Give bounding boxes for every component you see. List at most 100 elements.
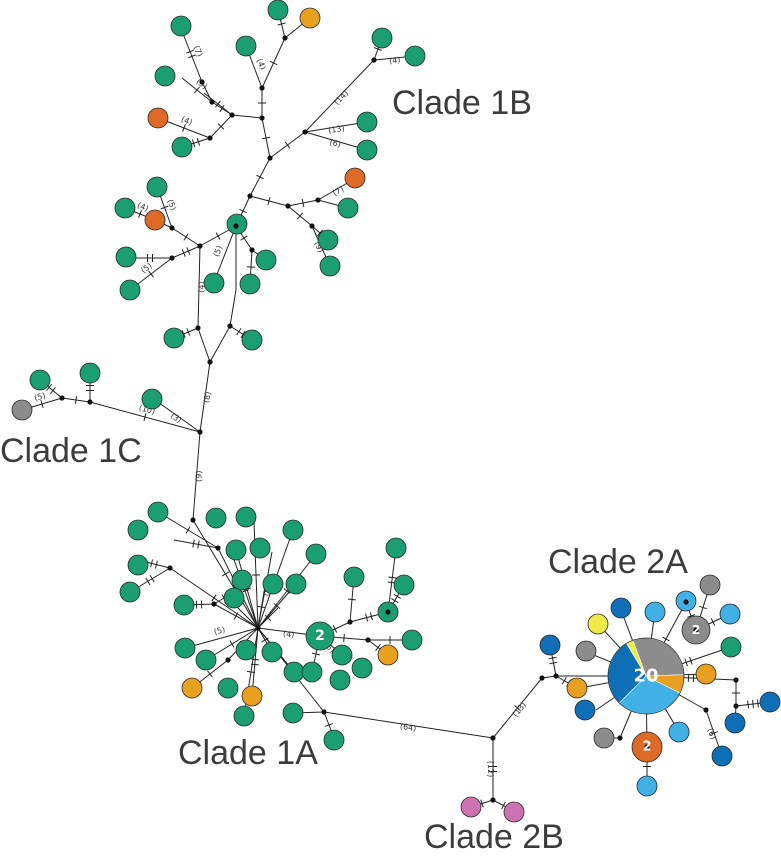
edge-length-label: (5) — [212, 244, 225, 258]
haplotype-node-orange — [181, 677, 203, 699]
edge-length-label: (5) — [165, 198, 177, 212]
haplotype-node-yellow — [587, 613, 609, 635]
haplotype-node-red-orange — [144, 209, 166, 231]
haplotype-node-orange — [566, 677, 588, 699]
median-vector — [539, 675, 545, 681]
median-vector — [199, 79, 205, 85]
edge-length-label: (5) — [33, 391, 46, 403]
median-vector — [490, 797, 496, 803]
mutation-tick — [689, 656, 693, 665]
haplotype-node-light-blue — [719, 603, 741, 625]
median-vector — [259, 115, 265, 121]
haplotype-node-green — [147, 501, 169, 523]
haplotype-nodes — [11, 0, 781, 823]
haplotype-node-green — [331, 644, 353, 666]
haplotype-node-green — [163, 327, 185, 349]
haplotype-node-light-blue — [636, 775, 658, 797]
mutation-tick — [181, 249, 186, 257]
mutation-tick — [710, 731, 718, 735]
median-vector — [197, 243, 203, 249]
mutation-tick — [138, 210, 142, 218]
haplotype-node-dark-blue — [759, 691, 781, 713]
mutation-tick — [752, 699, 754, 709]
mutation-tick — [185, 526, 191, 534]
haplotype-node-green — [343, 566, 365, 588]
mutation-tick — [154, 560, 158, 569]
median-vector — [229, 112, 235, 118]
network-edge — [213, 225, 237, 283]
haplotype-node-orange — [241, 685, 263, 707]
haplotype-node-green — [337, 197, 359, 219]
haplotype-node-grey — [11, 399, 33, 421]
mutation-tick — [196, 137, 201, 146]
edge-length-label: (6) — [705, 727, 717, 741]
median-vector — [195, 325, 201, 331]
network-edge — [304, 121, 368, 133]
edge-length-label: (6) — [329, 137, 342, 149]
clade-2a-label: Clade 2A — [548, 543, 688, 581]
mutation-tick — [221, 571, 230, 577]
haplotype-node-green — [29, 369, 51, 391]
mutation-tick — [269, 60, 278, 66]
mutation-tick — [316, 229, 324, 237]
haplotype-node-green — [170, 15, 192, 37]
network-edge — [209, 325, 231, 363]
haplotype-node-green — [282, 519, 304, 541]
haplotype-node-green — [351, 657, 373, 679]
median-vector — [693, 627, 699, 633]
median-vector — [207, 135, 213, 141]
mutation-tick — [256, 174, 264, 180]
mutation-tick — [241, 589, 249, 593]
mutation-tick — [549, 661, 558, 665]
count-c1a-hub: 2 — [315, 628, 325, 644]
median-vector — [209, 99, 215, 105]
edge-length-label: (4) — [389, 55, 401, 65]
haplotype-node-green — [233, 705, 255, 727]
haplotype-node-green — [262, 573, 284, 595]
haplotype-node-green — [79, 362, 101, 384]
median-vectors — [59, 35, 739, 803]
haplotype-node-grey — [575, 640, 597, 662]
haplotype-node-green — [239, 273, 261, 295]
mutation-tick — [501, 801, 506, 810]
median-vector — [255, 625, 261, 631]
haplotype-node-green — [231, 569, 253, 591]
median-vector — [227, 323, 233, 329]
haplotype-node-green — [173, 594, 195, 616]
median-vector — [259, 85, 265, 91]
median-vector — [247, 193, 253, 199]
haplotype-node-green — [235, 506, 257, 528]
network-edge — [184, 627, 259, 649]
median-vector — [215, 545, 221, 551]
mutation-tick — [699, 605, 707, 610]
median-vector — [249, 247, 255, 253]
haplotype-node-dark-blue — [711, 745, 733, 767]
mutation-tick — [369, 612, 373, 621]
haplotype-node-pink — [503, 801, 525, 823]
haplotype-node-green — [305, 543, 327, 565]
mutation-tick — [145, 577, 151, 585]
haplotype-node-light-blue — [644, 601, 666, 623]
mutation-tick — [343, 633, 345, 643]
mutation-tick — [267, 197, 271, 205]
mutation-tick — [148, 270, 154, 278]
mutation-tick — [50, 387, 56, 394]
median-vector — [285, 203, 291, 209]
edge-length-label: (4) — [255, 57, 267, 71]
mutation-tick — [480, 799, 484, 808]
haplotype-node-green — [205, 507, 227, 529]
haplotype-node-green — [119, 581, 141, 603]
haplotype-node-light-blue — [668, 721, 690, 743]
mutation-tick — [710, 618, 716, 626]
haplotype-node-green — [115, 246, 137, 268]
haplotype-node-green — [317, 229, 339, 251]
mutation-tick — [149, 575, 155, 583]
clade-2b-label: Clade 2B — [424, 818, 564, 856]
edge-length-label: (7) — [192, 44, 205, 58]
mutation-tick — [393, 593, 401, 599]
haplotype-node-green — [356, 139, 378, 161]
mutation-tick — [684, 658, 688, 667]
mutation-tick — [283, 588, 291, 594]
median-vector — [233, 223, 239, 229]
